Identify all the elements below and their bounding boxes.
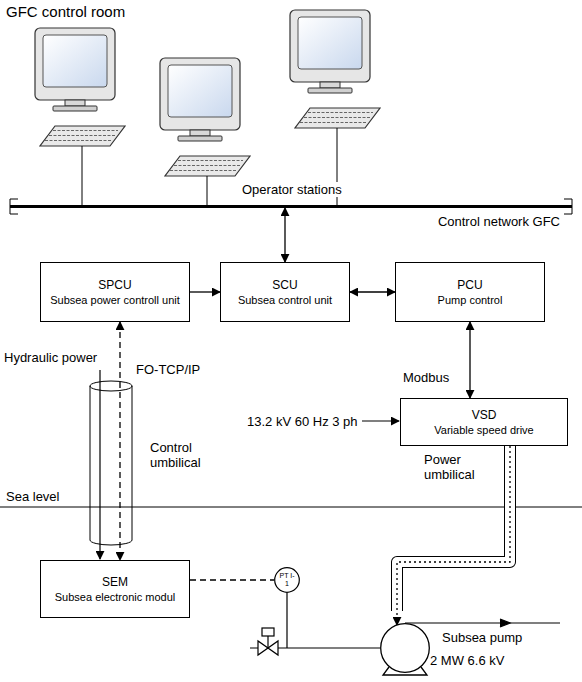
annotation-label: Control umbilical bbox=[150, 440, 222, 470]
box-heading: SEM bbox=[49, 575, 181, 590]
annotation-label: Operator stations bbox=[240, 182, 344, 197]
operator-computer bbox=[35, 28, 125, 205]
pump-label: 2 MW 6.6 kV bbox=[430, 653, 504, 668]
sea-level-line bbox=[0, 507, 582, 508]
annotation-label: Sea level bbox=[6, 489, 59, 504]
connector bbox=[119, 322, 120, 560]
pump-symbol: Subsea pump2 MW 6.6 kV bbox=[380, 623, 430, 673]
connector bbox=[284, 208, 285, 262]
connector bbox=[190, 579, 274, 580]
pump-label: Subsea pump bbox=[442, 630, 522, 645]
connector-label: Modbus bbox=[403, 370, 449, 385]
pump-circle bbox=[380, 623, 430, 673]
mains-supply-line bbox=[362, 420, 399, 421]
process-box: SEMSubsea electronic modul bbox=[40, 560, 190, 618]
pressure-transmitter: PT I-1 bbox=[274, 567, 300, 593]
process-box: SCUSubsea control unit bbox=[220, 262, 350, 322]
operator-computer bbox=[160, 58, 250, 205]
box-heading: VSD bbox=[409, 408, 559, 423]
process-box: SPCUSubsea power controll unit bbox=[40, 262, 190, 322]
control-umbilical-tube bbox=[90, 381, 132, 545]
annotation-label: 13.2 kV 60 Hz 3 ph bbox=[247, 414, 358, 429]
connector bbox=[190, 291, 220, 292]
connector-label: FO-TCP/IP bbox=[136, 362, 200, 377]
operator-computer bbox=[290, 10, 380, 205]
connector bbox=[350, 291, 395, 292]
network-bus: Control network GFC bbox=[10, 205, 572, 208]
box-text: Pump control bbox=[404, 293, 536, 307]
box-heading: SPCU bbox=[49, 278, 181, 293]
box-text: Subsea power controll unit bbox=[49, 293, 181, 307]
connector bbox=[397, 446, 510, 625]
process-box: VSDVariable speed drive bbox=[400, 398, 568, 446]
connector bbox=[469, 322, 470, 398]
power-umbilical-tube bbox=[397, 446, 510, 611]
process-box: PCUPump control bbox=[395, 262, 545, 322]
power-umbilical-tube bbox=[397, 446, 510, 611]
connector-label: Power umbilical bbox=[424, 452, 486, 482]
box-heading: PCU bbox=[404, 278, 536, 293]
annotation-label: Hydraulic power bbox=[4, 350, 97, 365]
box-text: Variable speed drive bbox=[409, 423, 559, 437]
box-heading: SCU bbox=[229, 278, 341, 293]
box-text: Subsea electronic modul bbox=[49, 590, 181, 604]
diagram-title: GFC control room bbox=[6, 4, 125, 19]
instrument-tag: PT I-1 bbox=[279, 572, 295, 588]
network-label: Control network GFC bbox=[438, 214, 560, 229]
hydraulic-power-line bbox=[99, 370, 100, 559]
instrument-text-holder: PT I-1 bbox=[274, 567, 300, 593]
box-text: Subsea control unit bbox=[229, 293, 341, 307]
